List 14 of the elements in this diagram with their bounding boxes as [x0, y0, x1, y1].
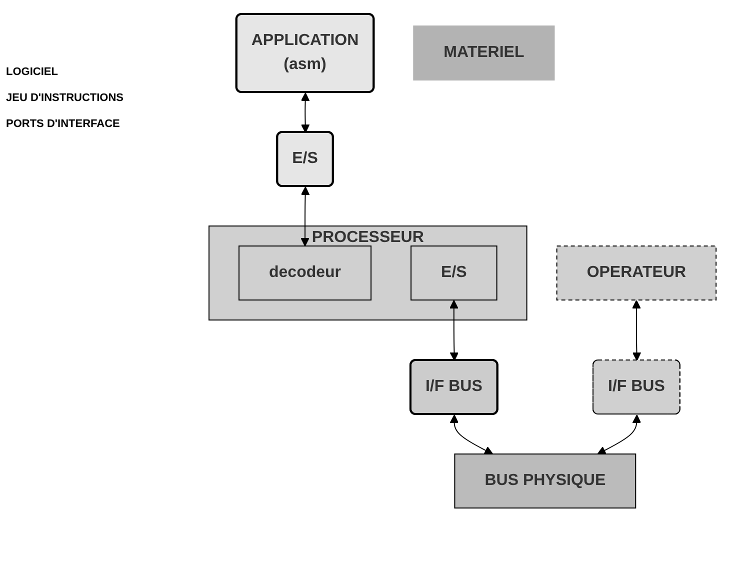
node-box: decodeur — [238, 246, 372, 300]
note-label: PORTS D'INTERFACE — [6, 118, 121, 130]
arrow — [300, 92, 310, 133]
node-box: E/S — [410, 246, 498, 300]
arrow — [300, 186, 310, 246]
node-box: BUS PHYSIQUE — [454, 454, 636, 508]
arrow — [597, 414, 642, 454]
note-label: LOGICIEL — [6, 66, 59, 78]
arrow — [450, 414, 494, 454]
arrow — [449, 300, 459, 361]
arrow — [632, 300, 642, 361]
node-box: OPERATEUR — [556, 246, 717, 300]
node-box: MATERIEL — [413, 26, 555, 80]
note-label: JEU D'INSTRUCTIONS — [6, 92, 125, 104]
